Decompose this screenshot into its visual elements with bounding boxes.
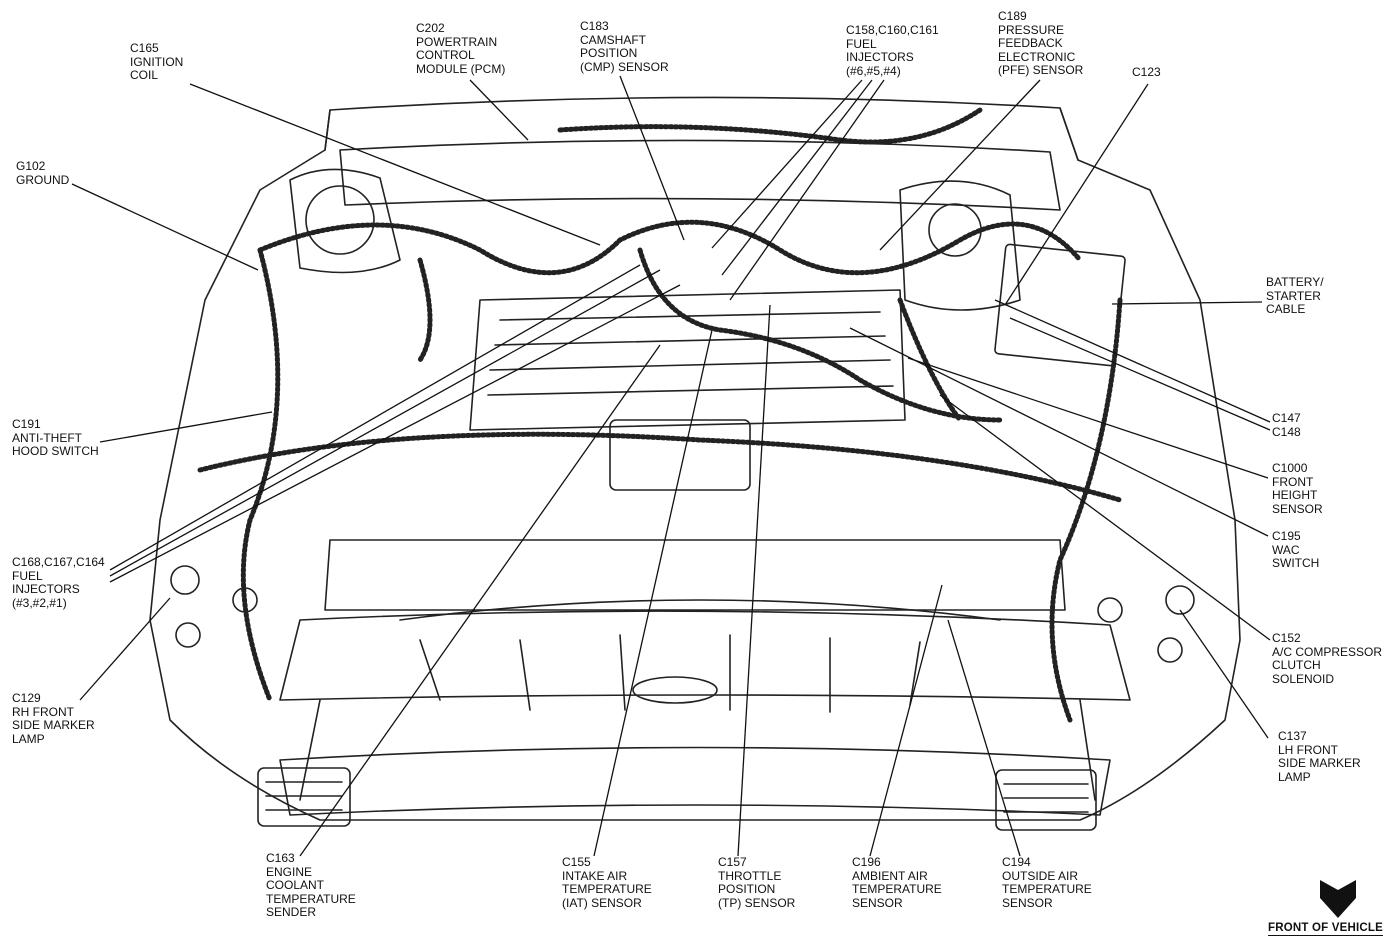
front-of-vehicle-label: FRONT OF VEHICLE: [1268, 922, 1384, 936]
front-direction-arrow-icon: [1320, 880, 1356, 918]
label-c123: C123: [1132, 65, 1161, 79]
wiring-harness: [197, 107, 1123, 723]
vehicle-outline: [149, 96, 1241, 831]
leader-lines: [71, 75, 1271, 857]
